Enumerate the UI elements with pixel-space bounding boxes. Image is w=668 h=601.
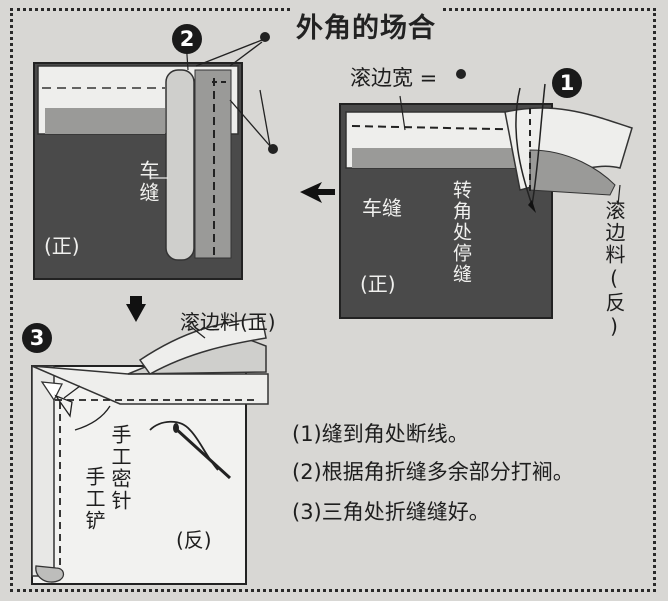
panel-3-needle (173, 426, 232, 480)
panel-1-width-leader (399, 95, 406, 131)
panel-1-stitch-label: 车缝 (362, 196, 402, 220)
panel-3-triangle-fold (54, 394, 73, 418)
panel-1-width-dot (456, 69, 466, 79)
panel-3-leader-hand (74, 405, 111, 431)
panel-1-front-label: (正) (360, 272, 396, 296)
step-badge-1: 1 (552, 68, 582, 98)
panel-2-dot-top (260, 32, 270, 42)
panel-1-binding-fold (529, 149, 616, 196)
turn-stop-label: 转角处停缝 (450, 180, 472, 285)
page-title: 外角的场合 (290, 6, 442, 45)
panel-1-leader-1 (515, 87, 533, 206)
panel-2-leader-b (229, 41, 263, 67)
panel-3-back-label: (反) (176, 528, 212, 552)
panel-3-leader-fold (63, 385, 81, 399)
panel-1-leader-2 (531, 83, 546, 206)
panel-2-stitch-label: 车缝 (136, 160, 160, 204)
step-text-3: (3)三角处折缝缝好。 (292, 500, 490, 524)
panel-2-drawing (33, 32, 278, 280)
panel-2-dot-bottom (268, 144, 278, 154)
panel-3-binding-top (31, 365, 269, 405)
panel-2-binding-shadow (45, 108, 165, 134)
binding-back-label: 滚边料(反) (602, 200, 626, 340)
step-text-1: (1)缝到角处断线。 (292, 422, 469, 446)
panel-3-corner-fold (40, 381, 64, 402)
panel-2-front-label: (正) (44, 234, 80, 258)
panel-3-binding-end (35, 565, 65, 583)
panel-3-label-leader (189, 325, 206, 339)
hand-slipstitch-label: 手工密针 (108, 424, 132, 512)
step-badge-3: 3 (22, 323, 52, 353)
panel-3-needle-eye (173, 423, 179, 433)
step-badge-2: 2 (172, 24, 202, 54)
arrow-left (300, 182, 335, 203)
panel-3-binding-left (31, 365, 55, 577)
panel-2-leader-c (229, 99, 271, 147)
panel-2-leader-a (195, 39, 263, 67)
panel-1-drawing (339, 69, 633, 319)
panel-3-drawing (31, 317, 269, 585)
panel-1-label-leader (617, 184, 621, 206)
hand-fell-label: 手工铲 (82, 466, 106, 532)
binding-front-label: 滚边料(正) (180, 310, 276, 334)
step-text-2: (2)根据角折缝多余部分打裥。 (292, 460, 574, 484)
arrow-down (126, 296, 146, 322)
panel-2-binding-vertical (165, 69, 195, 261)
panel-1-binding-shadow (352, 148, 542, 168)
binding-width-label: 滚边宽 = (350, 66, 438, 90)
panel-1-leader-arrow (528, 200, 536, 213)
panel-2-leader-d (259, 89, 271, 147)
panel-3-binding-strip (138, 317, 267, 375)
